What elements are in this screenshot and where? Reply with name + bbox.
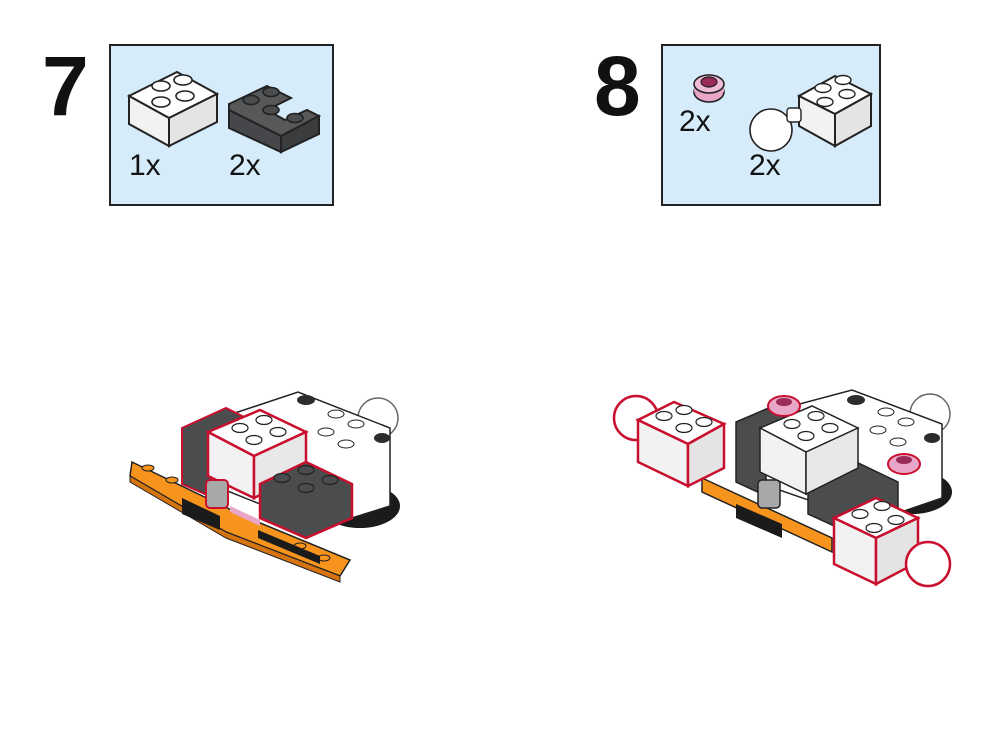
step-7-parts-callout: 1x 2x (109, 44, 334, 206)
step-8-part-1-quantity: 2x (679, 105, 711, 138)
step-7-assembly-illustration (129, 388, 420, 588)
pink-round-plate-icon (691, 72, 727, 106)
step-8-part-2-quantity: 2x (749, 149, 781, 182)
step-8-parts-callout: 2x 2x (661, 44, 881, 206)
white-2x2-brick-icon (125, 66, 221, 150)
step-7-part-2-quantity: 2x (229, 149, 261, 182)
dark-gray-corner-brick-icon (227, 80, 323, 154)
white-brick-with-ball-icon (747, 64, 874, 154)
step-7-part-1-quantity: 1x (129, 149, 161, 182)
step-8-number: 8 (594, 39, 641, 133)
step-8-assembly-illustration (612, 388, 962, 598)
step-7-number: 7 (42, 39, 89, 133)
